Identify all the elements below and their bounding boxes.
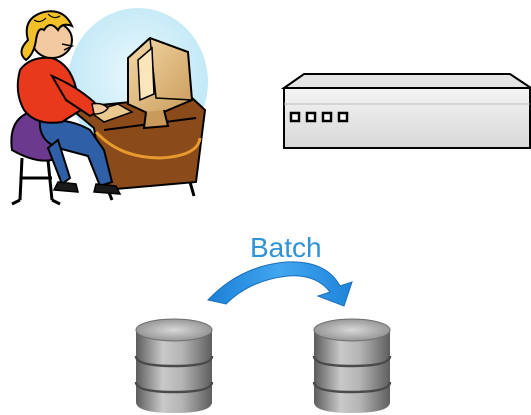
target-database-icon [312,318,392,413]
status-lights [289,111,349,123]
person-at-computer-icon [10,8,208,206]
curved-arrow-icon [207,261,353,307]
network-switch-icon [280,73,531,149]
batch-label: Batch [250,232,322,263]
source-database-icon [134,318,214,413]
